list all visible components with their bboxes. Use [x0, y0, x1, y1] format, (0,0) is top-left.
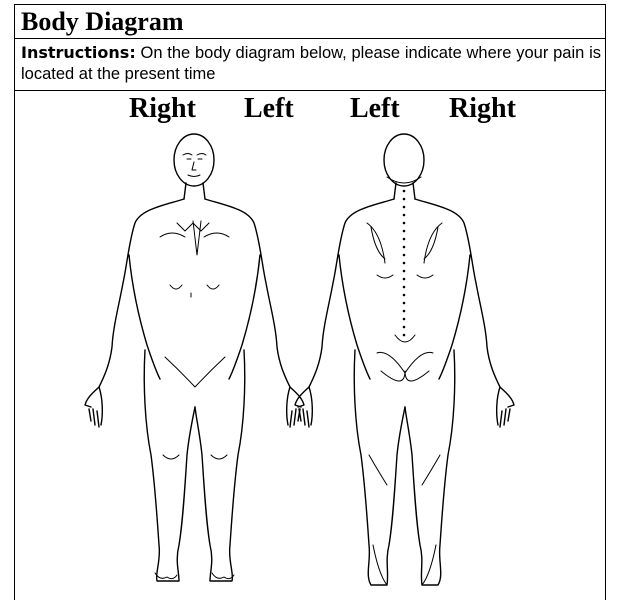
body-figures[interactable] [15, 125, 605, 595]
form-title: Body Diagram [15, 5, 605, 39]
spine-dots [403, 190, 406, 337]
instructions: Instructions: On the body diagram below,… [15, 39, 605, 91]
back-right-label: Right [449, 93, 516, 125]
body-diagram-area[interactable]: Right Left Left Right [15, 91, 605, 597]
instructions-label: Instructions: [21, 43, 136, 62]
back-left-label: Left [350, 93, 400, 125]
front-body-figure[interactable] [85, 134, 304, 581]
body-diagram-form: Body Diagram Instructions: On the body d… [14, 4, 606, 600]
front-left-label: Left [244, 93, 294, 125]
front-right-label: Right [129, 93, 196, 125]
back-body-figure[interactable] [295, 134, 514, 585]
